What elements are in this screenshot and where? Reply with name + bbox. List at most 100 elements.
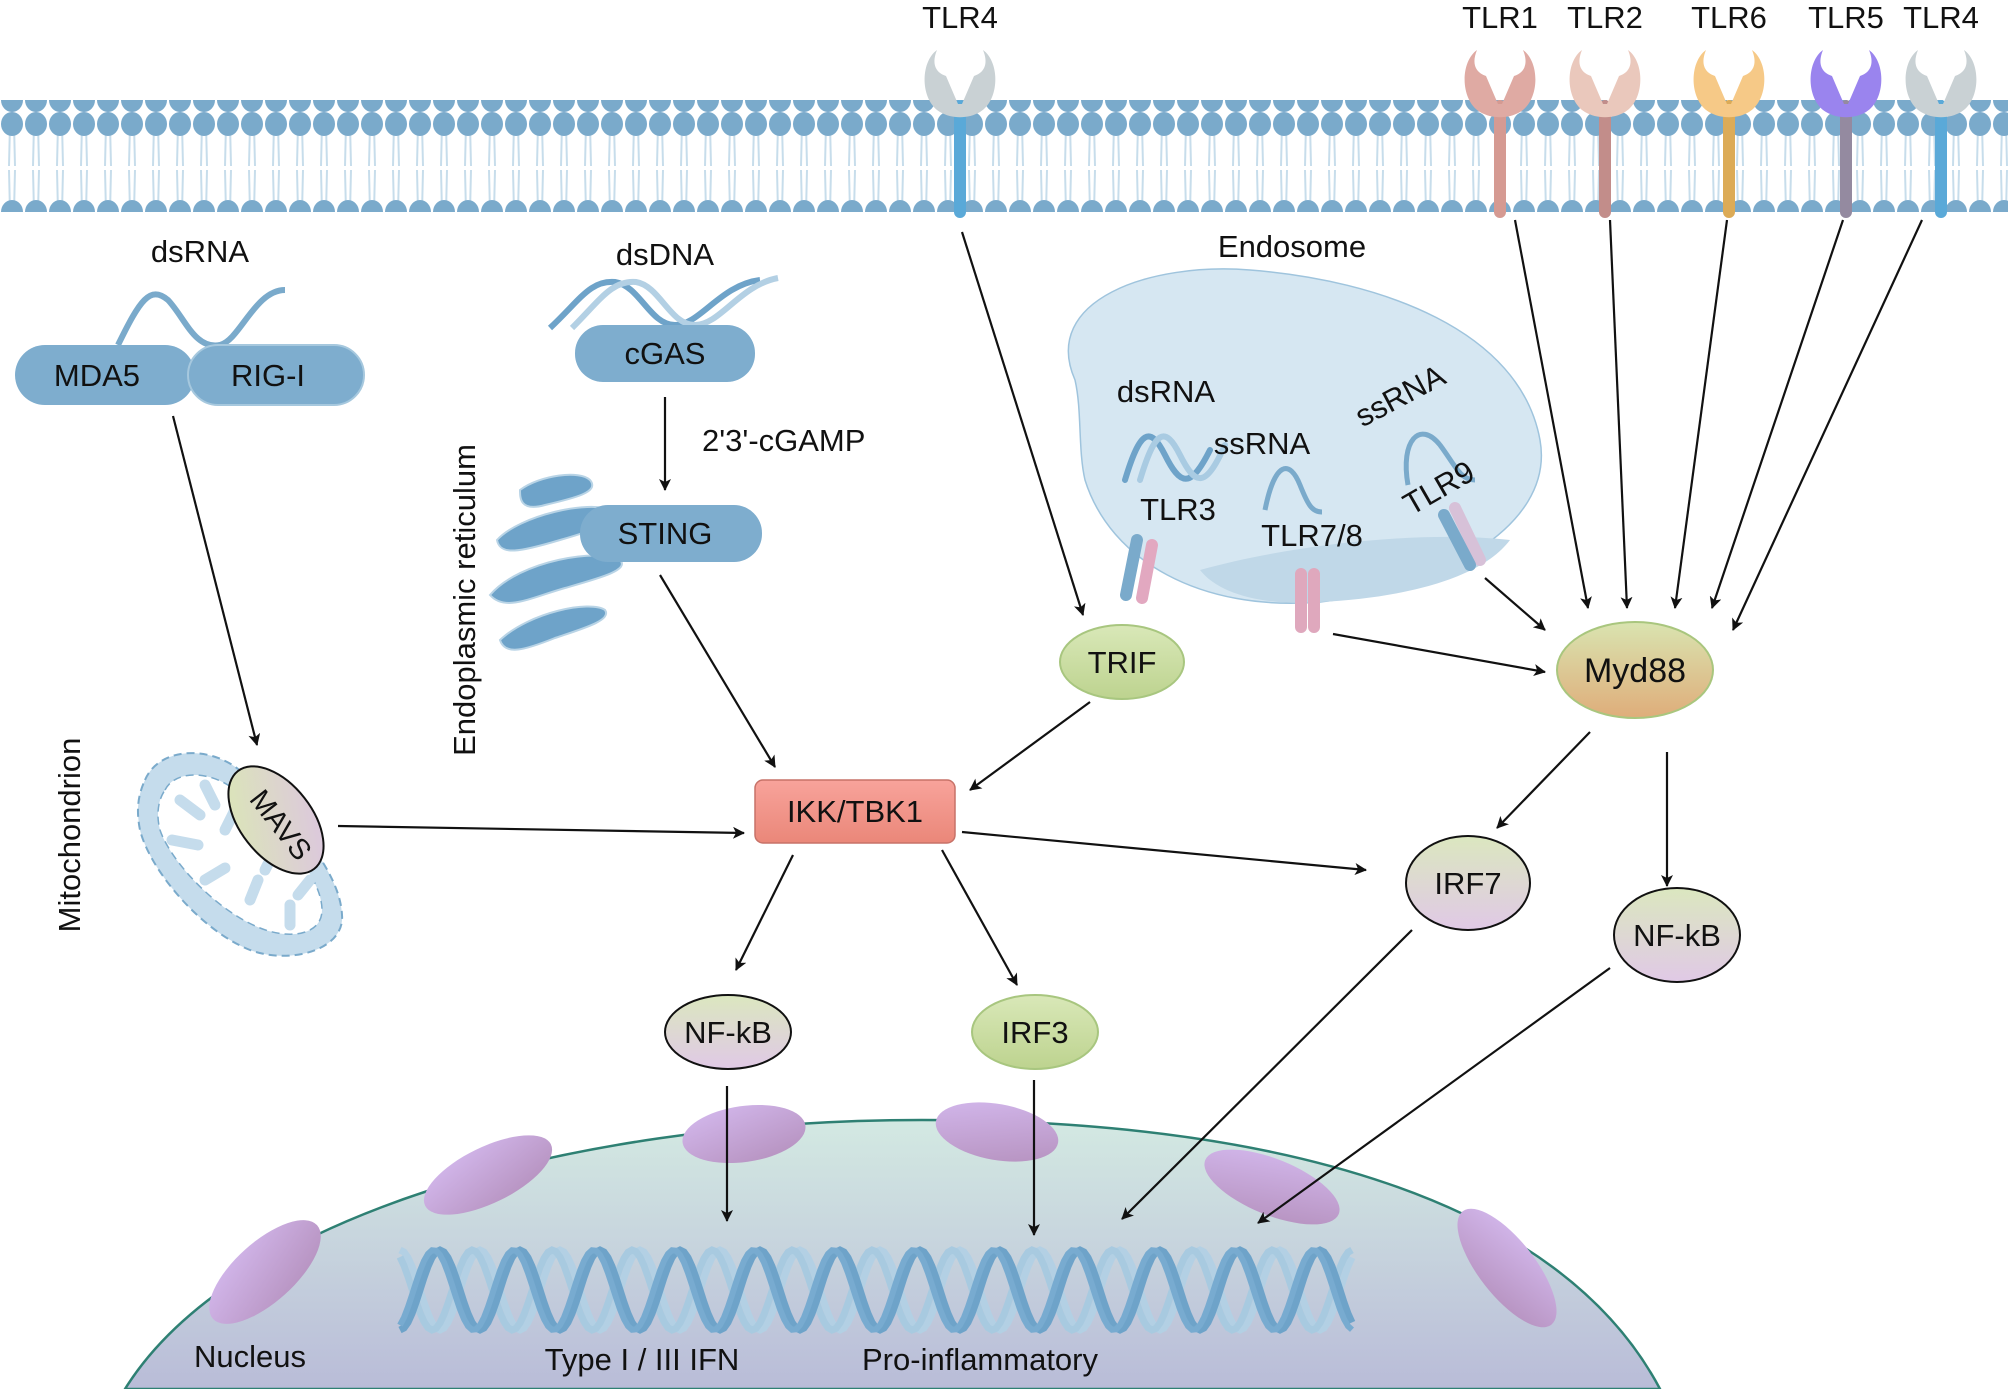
receptor-tlr6[interactable]: TLR6 [1691, 0, 1767, 218]
endosome-dsrna-label: dsRNA [1117, 374, 1216, 409]
tlr9-receptor-icon [1438, 502, 1486, 571]
myd88-node[interactable]: Myd88 [1556, 621, 1714, 719]
receptor-stalk [1599, 100, 1611, 218]
nuclear-pore [1457, 1208, 1557, 1328]
nuclear-pore [423, 1135, 553, 1215]
sting-pill[interactable] [580, 505, 762, 562]
receptor-tlr4[interactable]: TLR4 [1903, 0, 1979, 218]
endosome-label: Endosome [1218, 229, 1366, 264]
arrow-tlr4-to-trif [960, 231, 1086, 616]
arrow-tlr78-to-myd88 [1332, 632, 1546, 676]
receptor-label: TLR4 [1903, 0, 1979, 35]
er-label: Endoplasmic reticulum [447, 444, 482, 756]
rig-i-label: RIG-I [231, 358, 305, 393]
ssrna-ligand-icon [1262, 466, 1323, 515]
endosome: Endosome dsRNA ssRNA ssRNA TLR3 TLR7/8 T… [1067, 229, 1543, 633]
receptor-stalk [954, 100, 966, 218]
ikk-tbk1-label: IKK/TBK1 [787, 794, 923, 829]
arrow-sting-to-ikk [659, 574, 776, 768]
membrane-receptors: TLR4 TLR1 TLR2 TLR6 TLR5 TLR4 [922, 0, 1979, 218]
dsdna-label: dsDNA [616, 237, 715, 272]
receptor-tlr4-left[interactable]: TLR4 [922, 0, 998, 218]
nuclear-pores [209, 1102, 1557, 1328]
receptor-stalk [1494, 100, 1506, 218]
irf3-label: IRF3 [1001, 1015, 1068, 1050]
irf7-node[interactable]: IRF7 [1405, 835, 1531, 931]
nuclear-pore [209, 1220, 321, 1324]
cgas-label: cGAS [625, 336, 706, 371]
receptor-tlr2[interactable]: TLR2 [1567, 0, 1643, 218]
receptor-stalk [1935, 100, 1947, 218]
cgas-sting-sensors: dsDNA cGAS 2'3'-cGAMP STING Endoplasmic … [447, 237, 865, 756]
arrow-tlr6-to-myd88 [1670, 219, 1729, 609]
signaling-arrows [171, 219, 1923, 1236]
nfkb-left-node[interactable]: NF-kB [664, 994, 792, 1070]
rig-i-pill[interactable] [187, 344, 365, 406]
receptor-tlr1[interactable]: TLR1 [1462, 0, 1538, 218]
dna-strand [397, 1247, 1355, 1333]
arrow-trif-to-ikk [969, 701, 1091, 791]
cgamp-label: 2'3'-cGAMP [702, 423, 865, 458]
endosome-lumen-shadow [1200, 536, 1510, 603]
mavs-node[interactable] [209, 749, 342, 891]
ikk-tbk1-node[interactable]: IKK/TBK1 [754, 779, 956, 844]
dsrna-ligand-icon [1122, 433, 1228, 483]
receptor-label: TLR1 [1462, 0, 1538, 35]
receptor-stalk [1723, 100, 1735, 218]
trif-node[interactable]: TRIF [1059, 624, 1185, 700]
tlr3-label: TLR3 [1140, 492, 1216, 527]
nfkb-right-label: NF-kB [1633, 918, 1721, 953]
nuclear-pore [935, 1102, 1059, 1162]
mitochondrion: Mitochondrion MAVS [52, 738, 344, 957]
trif-label: TRIF [1088, 645, 1157, 680]
arrow-myd88-to-irf7 [1496, 731, 1591, 829]
arrow-nfkbr-to-nucleus [1257, 967, 1611, 1224]
arrow-tlr5-to-myd88 [1709, 219, 1845, 609]
arrow-ikk-to-irf7 [961, 830, 1367, 875]
receptor-head-icon [924, 50, 996, 118]
mda5-pill[interactable] [15, 345, 195, 405]
irf3-node[interactable]: IRF3 [971, 994, 1099, 1070]
mda5-label: MDA5 [54, 358, 140, 393]
myd88-label: Myd88 [1584, 652, 1686, 690]
arrow-tlr9-to-myd88 [1484, 577, 1546, 631]
receptor-label: TLR2 [1567, 0, 1643, 35]
nuclear-pore [682, 1104, 806, 1164]
arrow-ikk-to-nfkb [735, 854, 794, 971]
dsrna-icon [115, 287, 286, 349]
rlr-sensors: dsRNA MDA5 RIG-I [15, 234, 365, 406]
receptor-stalk [1840, 100, 1852, 218]
plasma-membrane [0, 100, 2008, 212]
tlr78-receptor-icon [1295, 568, 1320, 633]
tlr78-label: TLR7/8 [1261, 518, 1363, 553]
nfkb-left-label: NF-kB [684, 1015, 772, 1050]
tlr3-receptor-icon [1120, 534, 1158, 604]
endosome-ssrna-label-1: ssRNA [1214, 426, 1311, 461]
receptor-label: TLR6 [1691, 0, 1767, 35]
arrow-ikk-to-irf3 [941, 849, 1018, 986]
receptor-label: TLR4 [922, 0, 998, 35]
receptor-tlr5[interactable]: TLR5 [1808, 0, 1884, 218]
dsdna-icon [547, 275, 779, 331]
dsrna-label: dsRNA [151, 234, 250, 269]
nfkb-right-node[interactable]: NF-kB [1613, 887, 1741, 983]
sting-label: STING [618, 516, 713, 551]
nucleus: Nucleus Type I / III IFN Pro-inflammator… [123, 1102, 1662, 1389]
ifn-output-label: Type I / III IFN [545, 1342, 740, 1377]
cgas-pill[interactable] [575, 325, 755, 382]
mitochondrion-label: Mitochondrion [52, 738, 87, 933]
irf7-label: IRF7 [1434, 866, 1501, 901]
receptor-head-icon [1810, 50, 1882, 118]
ssrna-ligand-icon [1403, 431, 1476, 486]
receptor-head-icon [1464, 50, 1536, 118]
receptor-head-icon [1693, 50, 1765, 118]
endosome-body [1067, 268, 1543, 604]
nuclear-pore [1204, 1149, 1340, 1225]
endoplasmic-reticulum-icon [488, 473, 623, 651]
receptor-label: TLR5 [1808, 0, 1884, 35]
receptor-head-icon [1569, 50, 1641, 118]
dna-strand [396, 1246, 1354, 1334]
arrow-mavs-to-ikk [337, 824, 745, 839]
nucleus-label: Nucleus [194, 1339, 306, 1374]
